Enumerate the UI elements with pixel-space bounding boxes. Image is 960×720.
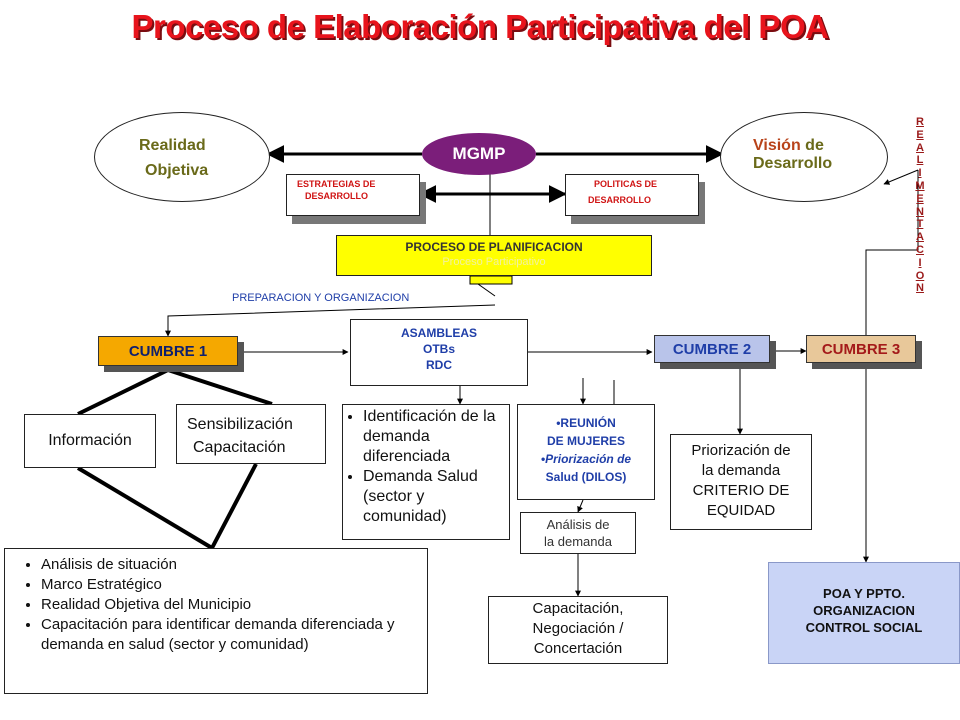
informacion-box: Información	[24, 414, 156, 468]
line-sensibilizacion-list	[210, 463, 258, 549]
reunion-line4: Salud (DILOS)	[545, 470, 627, 484]
cumbre1-label: CUMBRE 1	[128, 343, 208, 360]
cumbre1-box: CUMBRE 1	[98, 336, 238, 366]
line-preparacion-cumbre1	[165, 304, 496, 337]
realidad-line1: Realidad	[139, 137, 206, 154]
reunion-line3: •Priorización de	[540, 452, 632, 466]
proceso-planificacion-box: PROCESO DE PLANIFICACION Proceso Partici…	[336, 235, 652, 276]
poa-line2: ORGANIZACION	[813, 603, 915, 618]
realim-letter: I	[918, 256, 922, 269]
sensibilizacion-line2: Capacitación	[193, 439, 286, 456]
proceso-line2: Proceso Participativo	[442, 256, 546, 268]
line-realimentacion	[865, 170, 919, 338]
realim-letter: A	[916, 231, 924, 244]
politicas-line2: DESARROLLO	[588, 195, 651, 205]
analisis-demanda-box: Análisis de la demanda	[520, 512, 636, 554]
asambleas-line1: ASAMBLEAS	[400, 326, 477, 340]
asambleas-line2: OTBs	[422, 342, 455, 356]
vision-node: Visión de Desarrollo	[720, 112, 888, 202]
realim-letter: N	[916, 282, 924, 295]
realim-letter: C	[916, 243, 924, 256]
identificacion-item: Identificación de la demanda diferenciad…	[363, 407, 509, 467]
realimentacion-label: R E A L I M E N T A C I O N	[912, 116, 928, 295]
line-cumbre1-informacion	[77, 368, 169, 416]
page-title: Proceso de Elaboración Participativa del…	[131, 8, 829, 45]
vision-prefix: Visión	[753, 137, 801, 154]
poa-line1: POA Y PPTO.	[823, 586, 905, 601]
estrategias-line1: ESTRATEGIAS DE	[297, 179, 376, 189]
cumbre3-label: CUMBRE 3	[821, 341, 901, 358]
realim-letter: E	[916, 128, 924, 141]
line-informacion-list	[76, 466, 214, 550]
analisis-demanda-line1: Análisis de	[546, 517, 610, 532]
vision-suffix: de	[800, 137, 824, 154]
vision-line1: Visión de	[753, 137, 824, 155]
capacitacion-line1: Capacitación,	[532, 600, 624, 617]
realidad-line2: Objetiva	[145, 162, 209, 179]
estrategias-box: ESTRATEGIAS DE DESARROLLO	[286, 174, 420, 216]
realim-letter: N	[916, 205, 924, 218]
priorizacion-line1: Priorización de	[691, 442, 791, 459]
realim-letter: E	[916, 192, 924, 205]
analisis-list-item: Realidad Objetiva del Municipio	[41, 595, 427, 615]
priorizacion-box: Priorización de la demanda CRITERIO DE E…	[670, 434, 812, 530]
informacion-label: Información	[48, 432, 132, 449]
sensibilizacion-line1: Sensibilización	[187, 416, 293, 433]
realim-letter: T	[916, 218, 924, 231]
cumbre2-label: CUMBRE 2	[672, 341, 752, 358]
analisis-list-item: Marco Estratégico	[41, 575, 427, 595]
estrategias-line2: DESARROLLO	[305, 191, 368, 201]
realim-letter: A	[916, 141, 924, 154]
mgmp-label: MGMP	[452, 144, 506, 163]
analisis-list-item: Análisis de situación	[41, 555, 427, 575]
cumbre2-box: CUMBRE 2	[654, 335, 770, 363]
realim-letter: I	[918, 167, 922, 180]
reunion-line2: DE MUJERES	[546, 434, 626, 448]
priorizacion-line3: CRITERIO DE	[692, 482, 790, 499]
poa-line3: CONTROL SOCIAL	[805, 620, 923, 635]
asambleas-line3: RDC	[426, 358, 452, 372]
preparacion-label: PREPARACION Y ORGANIZACION	[232, 292, 410, 304]
identificacion-item: Demanda Salud (sector y comunidad)	[363, 467, 509, 527]
capacitacion-line3: Concertación	[533, 640, 623, 657]
mgmp-node: MGMP	[422, 133, 536, 175]
cumbre3-box: CUMBRE 3	[806, 335, 916, 363]
priorizacion-line4: EQUIDAD	[706, 502, 776, 519]
realim-letter: R	[916, 116, 924, 128]
realim-letter: L	[916, 154, 924, 167]
identificacion-box: Identificación de la demanda diferenciad…	[342, 404, 510, 540]
arrow-realimentacion-vision	[883, 169, 919, 185]
politicas-box: POLITICAS DE DESARROLLO	[565, 174, 699, 216]
funnel-arrow	[469, 275, 513, 297]
analisis-demanda-line2: la demanda	[544, 534, 612, 549]
vision-line2: Desarrollo	[753, 155, 833, 172]
realim-letter: O	[915, 269, 925, 282]
reunion-line1: •REUNIÓN	[556, 416, 616, 430]
politicas-line1: POLITICAS DE	[594, 179, 658, 189]
sensibilizacion-box: Sensibilización Capacitación	[176, 404, 326, 464]
arrow-reunion-analisis	[577, 499, 584, 513]
capacitacion-line2: Negociación /	[532, 620, 624, 637]
priorizacion-line2: la demanda	[701, 462, 781, 479]
asambleas-box: ASAMBLEAS OTBs RDC	[350, 319, 528, 386]
reunion-mujeres-box: •REUNIÓN DE MUJERES •Priorización de Sal…	[517, 404, 655, 500]
realim-letter: M	[915, 179, 925, 192]
realidad-objetiva-node: Realidad Objetiva	[94, 112, 270, 202]
analisis-list-box: Análisis de situación Marco Estratégico …	[4, 548, 428, 694]
line-cumbre1-sensibilizacion	[167, 368, 273, 406]
capacitacion-box: Capacitación, Negociación / Concertación	[488, 596, 668, 664]
poa-box: POA Y PPTO. ORGANIZACION CONTROL SOCIAL	[768, 562, 960, 664]
analisis-list-item: Capacitación para identificar demanda di…	[41, 615, 427, 655]
proceso-line1: PROCESO DE PLANIFICACION	[405, 240, 583, 254]
